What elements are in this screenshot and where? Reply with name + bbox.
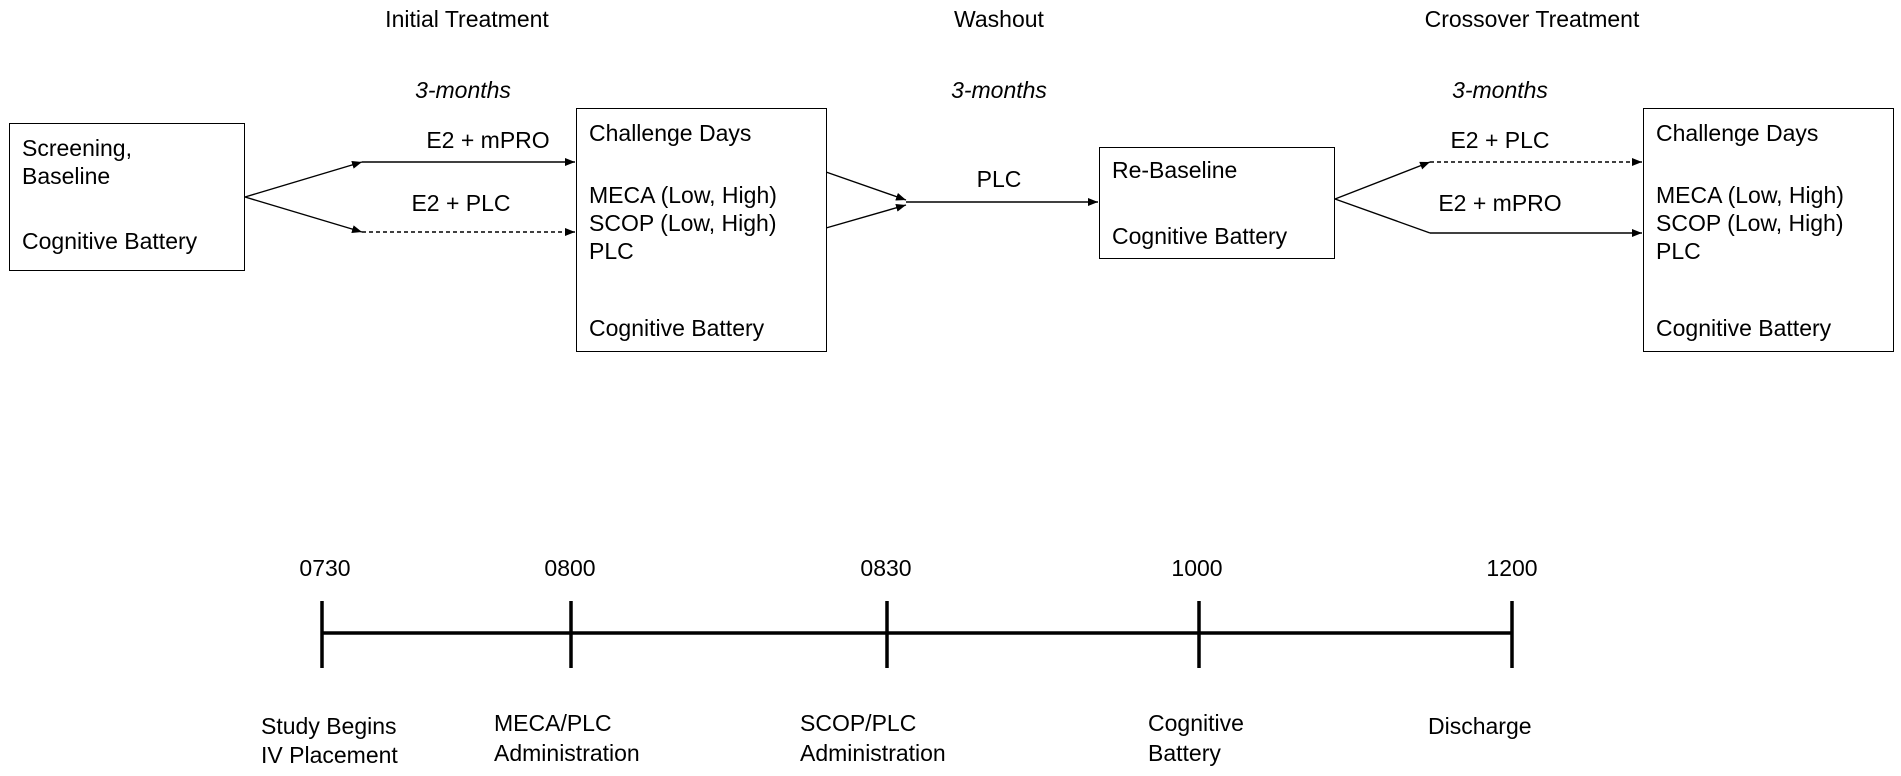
phase-title-crossover: Crossover Treatment — [1424, 6, 1640, 32]
branch-line-crossover-lower — [1334, 198, 1431, 234]
branch-line-upper — [244, 161, 363, 198]
phase-duration-crossover: 3-months — [1452, 77, 1548, 103]
timeline-event-scop-plc: SCOP/PLC — [800, 710, 917, 736]
timeline-event-discharge: Discharge — [1428, 713, 1532, 739]
timeline-time-0800: 0800 — [544, 555, 596, 581]
converge-line-lower — [825, 203, 907, 229]
phase-title-initial: Initial Treatment — [385, 6, 549, 32]
screening-line-3: Cognitive Battery — [22, 228, 198, 254]
arrow-label-initial-top: E2 + mPRO — [426, 127, 550, 153]
arrow-label-crossover-bottom: E2 + mPRO — [1438, 190, 1562, 216]
challenge2-line-2: MECA (Low, High) — [1656, 182, 1844, 208]
timeline-event-scop-administration: Administration — [800, 740, 946, 766]
timeline-event-study-begins: Study Begins — [261, 713, 397, 739]
timeline-event-meca-plc: MECA/PLC — [494, 710, 612, 736]
challenge-days-box-initial: Challenge Days MECA (Low, High) SCOP (Lo… — [576, 108, 827, 352]
phase-title-washout: Washout — [954, 6, 1044, 32]
branch-line-lower — [244, 196, 363, 233]
screening-line-2: Baseline — [22, 163, 111, 189]
challenge-days-box-crossover: Challenge Days MECA (Low, High) SCOP (Lo… — [1643, 108, 1894, 352]
timeline-time-0730: 0730 — [299, 555, 351, 581]
challenge1-line-3: SCOP (Low, High) — [589, 210, 777, 236]
rebaseline-line-1: Re-Baseline — [1112, 157, 1238, 183]
timeline-time-0830: 0830 — [860, 555, 912, 581]
rebaseline-line-2: Cognitive Battery — [1112, 223, 1288, 249]
timeline-time-1000: 1000 — [1171, 555, 1223, 581]
challenge1-line-2: MECA (Low, High) — [589, 182, 777, 208]
converge-line-upper — [825, 171, 907, 201]
screening-box: Screening, Baseline Cognitive Battery — [9, 123, 245, 271]
challenge1-line-1: Challenge Days — [589, 120, 752, 146]
timeline-time-1200: 1200 — [1486, 555, 1538, 581]
timeline-event-battery: Battery — [1148, 740, 1221, 766]
challenge2-line-4: PLC — [1656, 238, 1701, 264]
timeline-event-cognitive: Cognitive — [1148, 710, 1244, 736]
arrow-label-washout: PLC — [976, 166, 1022, 192]
timeline-event-meca-administration: Administration — [494, 740, 640, 766]
timeline-event-iv-placement: IV Placement — [261, 742, 398, 768]
challenge2-line-5: Cognitive Battery — [1656, 315, 1832, 341]
branch-line-crossover-upper — [1334, 161, 1431, 200]
phase-duration-washout: 3-months — [951, 77, 1047, 103]
rebaseline-box: Re-Baseline Cognitive Battery — [1099, 147, 1335, 259]
screening-line-1: Screening, — [22, 135, 132, 161]
challenge2-line-1: Challenge Days — [1656, 120, 1819, 146]
arrow-label-initial-bottom: E2 + PLC — [411, 190, 511, 216]
challenge2-line-3: SCOP (Low, High) — [1656, 210, 1844, 236]
challenge1-line-4: PLC — [589, 238, 634, 264]
arrow-label-crossover-top: E2 + PLC — [1450, 127, 1550, 153]
challenge1-line-5: Cognitive Battery — [589, 315, 765, 341]
phase-duration-initial: 3-months — [415, 77, 511, 103]
